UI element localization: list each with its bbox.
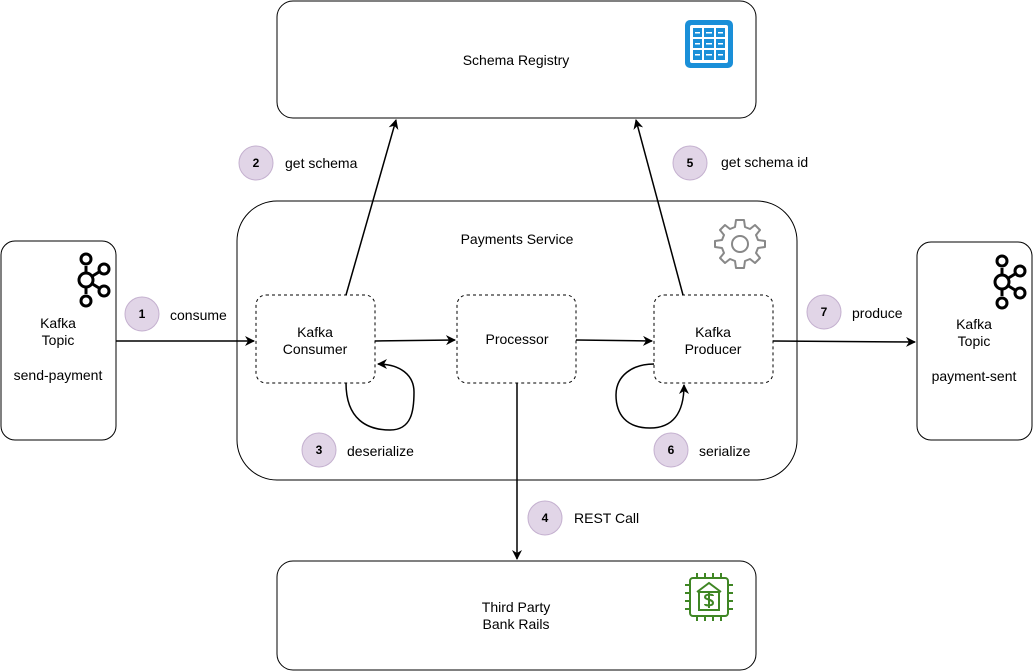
kafka-producer-box[interactable]: Kafka Producer [653,294,774,384]
kafka-producer-label-line1: Kafka [695,324,731,340]
step-number: 3 [316,443,323,457]
schema-registry-label: Schema Registry [463,52,570,68]
step-label: serialize [699,443,751,459]
topic-in-label-line1: Kafka [40,315,76,331]
step-number: 6 [668,443,675,457]
processor-box[interactable]: Processor [456,294,577,384]
kafka-consumer-label-line2: Consumer [283,341,348,357]
kafka-icon [993,254,1027,310]
step-label: REST Call [574,510,639,526]
arrow-serialize-loop [615,363,689,429]
kafka-consumer-label-line1: Kafka [297,324,333,340]
kafka-icon [77,252,111,308]
arrow-consumer-to-processor [374,335,456,346]
kafka-producer-label-line2: Producer [685,341,742,357]
step-6: 6 serialize [653,432,751,468]
arrow-produce [772,336,916,347]
step-label: produce [852,305,903,321]
step-2: 2 get schema [238,145,358,181]
step-label: deserialize [347,443,414,459]
step-label: get schema [285,155,358,171]
bank-chip-icon [685,573,733,621]
step-badge [672,145,708,181]
step-badge [238,145,274,181]
step-5: 5 get schema id [672,145,808,181]
step-badge [124,296,160,332]
processor-label: Processor [485,331,548,347]
payments-service-label: Payments Service [461,231,574,247]
topic-out-name: payment-sent [932,368,1017,384]
schema-registry-box[interactable]: Schema Registry [276,0,757,119]
step-badge [301,432,337,468]
step-7: 7 produce [806,294,903,330]
topic-in-name: send-payment [14,367,103,383]
arrow-deserialize-loop [345,359,415,431]
step-number: 5 [687,156,694,170]
step-number: 2 [253,156,260,170]
step-1: 1 consume [124,296,227,332]
step-number: 1 [139,307,146,321]
gear-icon [714,219,766,269]
topic-in-label-line2: Topic [42,332,75,348]
bank-rails-label-line2: Bank Rails [483,616,550,632]
step-4: 4 REST Call [527,500,639,536]
step-badge [527,500,563,536]
step-label: consume [170,307,227,323]
topic-out-label-line2: Topic [958,333,991,349]
step-number: 7 [821,305,828,319]
arrow-get-schema-id [633,119,684,296]
step-label: get schema id [721,154,808,170]
step-number: 4 [542,511,549,525]
step-3: 3 deserialize [301,432,414,468]
arrow-get-schema [345,119,399,296]
arrow-processor-to-producer [575,335,653,346]
database-grid-icon [685,20,733,68]
kafka-consumer-box[interactable]: Kafka Consumer [255,294,376,384]
bank-rails-box[interactable]: Third Party Bank Rails [276,560,757,671]
step-badge [653,432,689,468]
bank-rails-label-line1: Third Party [482,599,550,615]
topic-out-label-line1: Kafka [956,316,992,332]
step-badge [806,294,842,330]
